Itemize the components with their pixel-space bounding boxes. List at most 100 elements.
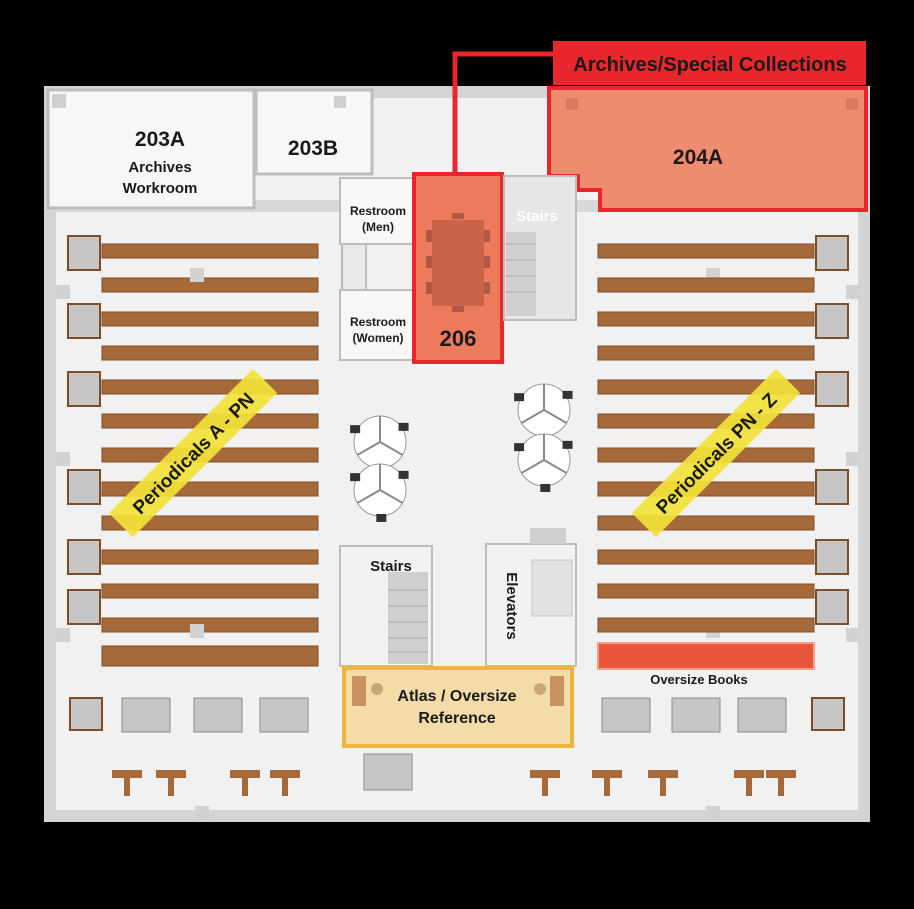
pod-chair	[540, 483, 551, 492]
pod-divider	[379, 441, 404, 456]
small-table-leg	[746, 776, 752, 796]
building-column	[190, 624, 204, 638]
room-203a-number: 203A	[135, 128, 185, 151]
room-204a[interactable]: 204A	[547, 86, 868, 212]
book-shelf	[101, 645, 319, 667]
shelving-right	[597, 243, 815, 633]
pod-chair	[514, 393, 525, 402]
book-shelf	[101, 549, 319, 565]
room-204a-number: 204A	[673, 146, 723, 169]
small-table-leg	[242, 776, 248, 796]
carrel	[815, 539, 849, 575]
restroom-women[interactable]: Restroom (Women)	[339, 243, 415, 361]
study-pods	[350, 383, 573, 522]
restroom-women-line1: Restroom	[350, 315, 406, 329]
study-table	[193, 697, 243, 733]
room-203a[interactable]: 203A Archives Workroom	[46, 88, 256, 210]
stairs-south[interactable]: Stairs	[339, 545, 433, 667]
room-206[interactable]: 206	[412, 172, 504, 364]
book-shelf	[101, 311, 319, 327]
small-table-leg	[778, 776, 784, 796]
carrels-and-tables	[67, 235, 849, 796]
building-column	[846, 285, 860, 299]
stairs-south-label: Stairs	[370, 558, 412, 575]
small-table-leg	[282, 776, 288, 796]
building-column	[56, 628, 70, 642]
book-shelf	[597, 277, 815, 293]
small-table	[112, 770, 142, 778]
small-table	[766, 770, 796, 778]
carrel	[815, 235, 849, 271]
carrel	[67, 589, 101, 625]
pod-chair	[398, 470, 409, 479]
carrel	[67, 371, 101, 407]
restroom-men[interactable]: Restroom (Men)	[339, 177, 415, 245]
building-column	[706, 806, 720, 820]
pod-divider	[356, 489, 381, 504]
pod-chair	[514, 443, 525, 452]
conference-chairs	[426, 213, 490, 312]
small-table-leg	[542, 776, 548, 796]
book-shelf	[597, 515, 815, 531]
book-shelf	[101, 345, 319, 361]
book-shelf	[101, 379, 319, 395]
building-column	[846, 628, 860, 642]
building-column	[190, 268, 204, 282]
building-column	[56, 285, 70, 299]
stairs-north-label: Stairs	[516, 208, 558, 225]
atlas-oversize-reference[interactable]: Atlas / Oversize Reference	[342, 666, 574, 748]
elevators[interactable]: Elevators	[485, 528, 577, 667]
pod-divider	[520, 459, 545, 474]
oversize-shelf	[597, 642, 815, 670]
book-shelf	[597, 311, 815, 327]
book-shelf	[597, 549, 815, 565]
building-column	[846, 452, 860, 466]
room-203b[interactable]: 203B	[254, 88, 374, 176]
atlas-line2: Reference	[418, 710, 495, 727]
study-table	[259, 697, 309, 733]
study-table	[363, 753, 413, 791]
oversize-books-label: Oversize Books	[650, 672, 748, 687]
room-203b-number: 203B	[288, 137, 338, 160]
building-column	[56, 452, 70, 466]
pod-chair	[562, 390, 573, 399]
study-table	[121, 697, 171, 733]
pod-divider	[356, 441, 381, 456]
archives-banner	[553, 41, 866, 85]
carrel	[815, 371, 849, 407]
small-table-leg	[604, 776, 610, 796]
building-column	[195, 806, 209, 820]
pod-chair	[350, 473, 361, 482]
book-shelf	[101, 515, 319, 531]
study-table	[671, 697, 721, 733]
study-table	[601, 697, 651, 733]
study-table	[69, 697, 103, 731]
atlas-line1: Atlas / Oversize	[397, 688, 516, 705]
archives-callout: Archives/Special Collections	[452, 41, 866, 176]
small-table-leg	[124, 776, 130, 796]
carrel	[67, 469, 101, 505]
small-table	[592, 770, 622, 778]
carrel	[67, 303, 101, 339]
book-shelf	[101, 277, 319, 293]
carrel	[815, 589, 849, 625]
room-203a-name-line1: Archives	[128, 159, 191, 176]
book-shelf	[597, 345, 815, 361]
book-shelf	[101, 583, 319, 599]
stairs-north[interactable]: Stairs	[503, 175, 577, 321]
restroom-women-line2: (Women)	[352, 331, 403, 345]
room-206-number: 206	[440, 326, 477, 351]
small-table-leg	[168, 776, 174, 796]
book-shelf	[597, 617, 815, 633]
small-table	[230, 770, 260, 778]
small-table-leg	[660, 776, 666, 796]
pod-chair	[376, 513, 387, 522]
carrel	[67, 235, 101, 271]
book-shelf	[597, 243, 815, 259]
book-shelf	[101, 617, 319, 633]
conference-table	[432, 220, 484, 306]
elevators-label: Elevators	[503, 572, 520, 640]
pod-divider	[543, 459, 568, 474]
carrel	[815, 303, 849, 339]
